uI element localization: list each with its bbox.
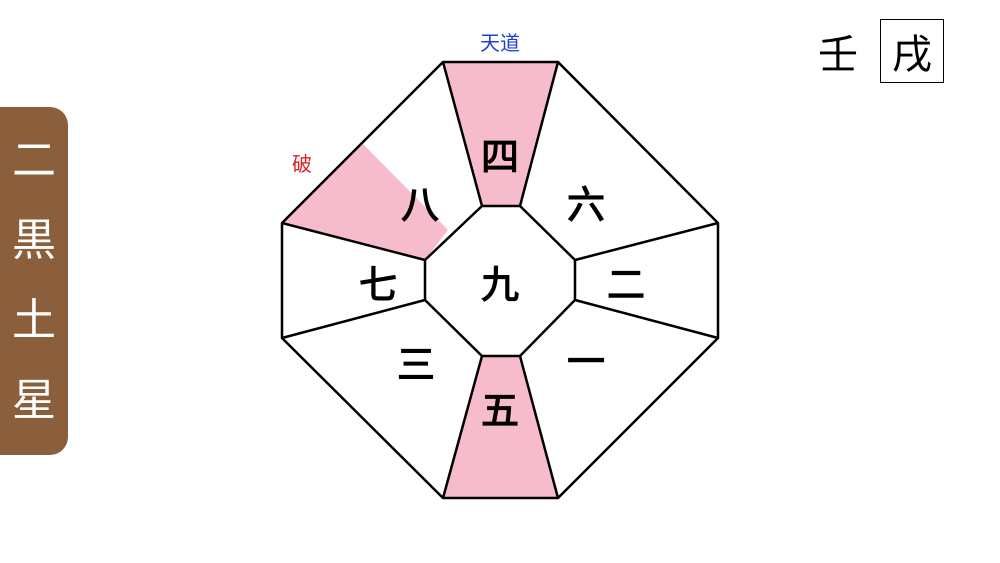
star-northeast: 六 <box>567 183 605 227</box>
board-lines <box>280 60 720 500</box>
divider-2 <box>518 61 560 207</box>
star-char-4: 星 <box>12 375 56 426</box>
divider-5 <box>518 355 560 499</box>
star-southwest: 三 <box>397 343 435 387</box>
star-name-tab: 二 黒 土 星 <box>0 107 68 455</box>
earthly-branch-box: 戌 <box>880 19 944 83</box>
stem-branch-header: 壬 戌 <box>818 18 944 84</box>
star-center: 九 <box>481 263 519 307</box>
star-east: 二 <box>607 263 645 307</box>
ha-label: 破 <box>292 152 312 176</box>
divider-7 <box>281 298 426 340</box>
star-west: 七 <box>359 263 397 307</box>
tendo-label: 天道 <box>480 31 520 55</box>
star-southeast: 一 <box>567 340 605 384</box>
divider-4 <box>574 298 719 340</box>
star-northwest: 八 <box>401 183 440 227</box>
divider-6 <box>441 355 484 499</box>
divider-3 <box>574 221 719 262</box>
earthly-branch: 戌 <box>892 32 932 78</box>
star-south: 五 <box>481 389 519 433</box>
star-char-2: 黒 <box>12 215 56 266</box>
highlight-north <box>443 62 558 206</box>
star-char-1: 二 <box>12 135 56 186</box>
divider-8 <box>281 221 426 262</box>
divider-1 <box>441 61 484 207</box>
star-north: 四 <box>481 135 519 179</box>
star-char-3: 土 <box>12 295 56 346</box>
heavenly-stem: 壬 <box>818 32 858 78</box>
highlight-northwest <box>282 143 448 260</box>
